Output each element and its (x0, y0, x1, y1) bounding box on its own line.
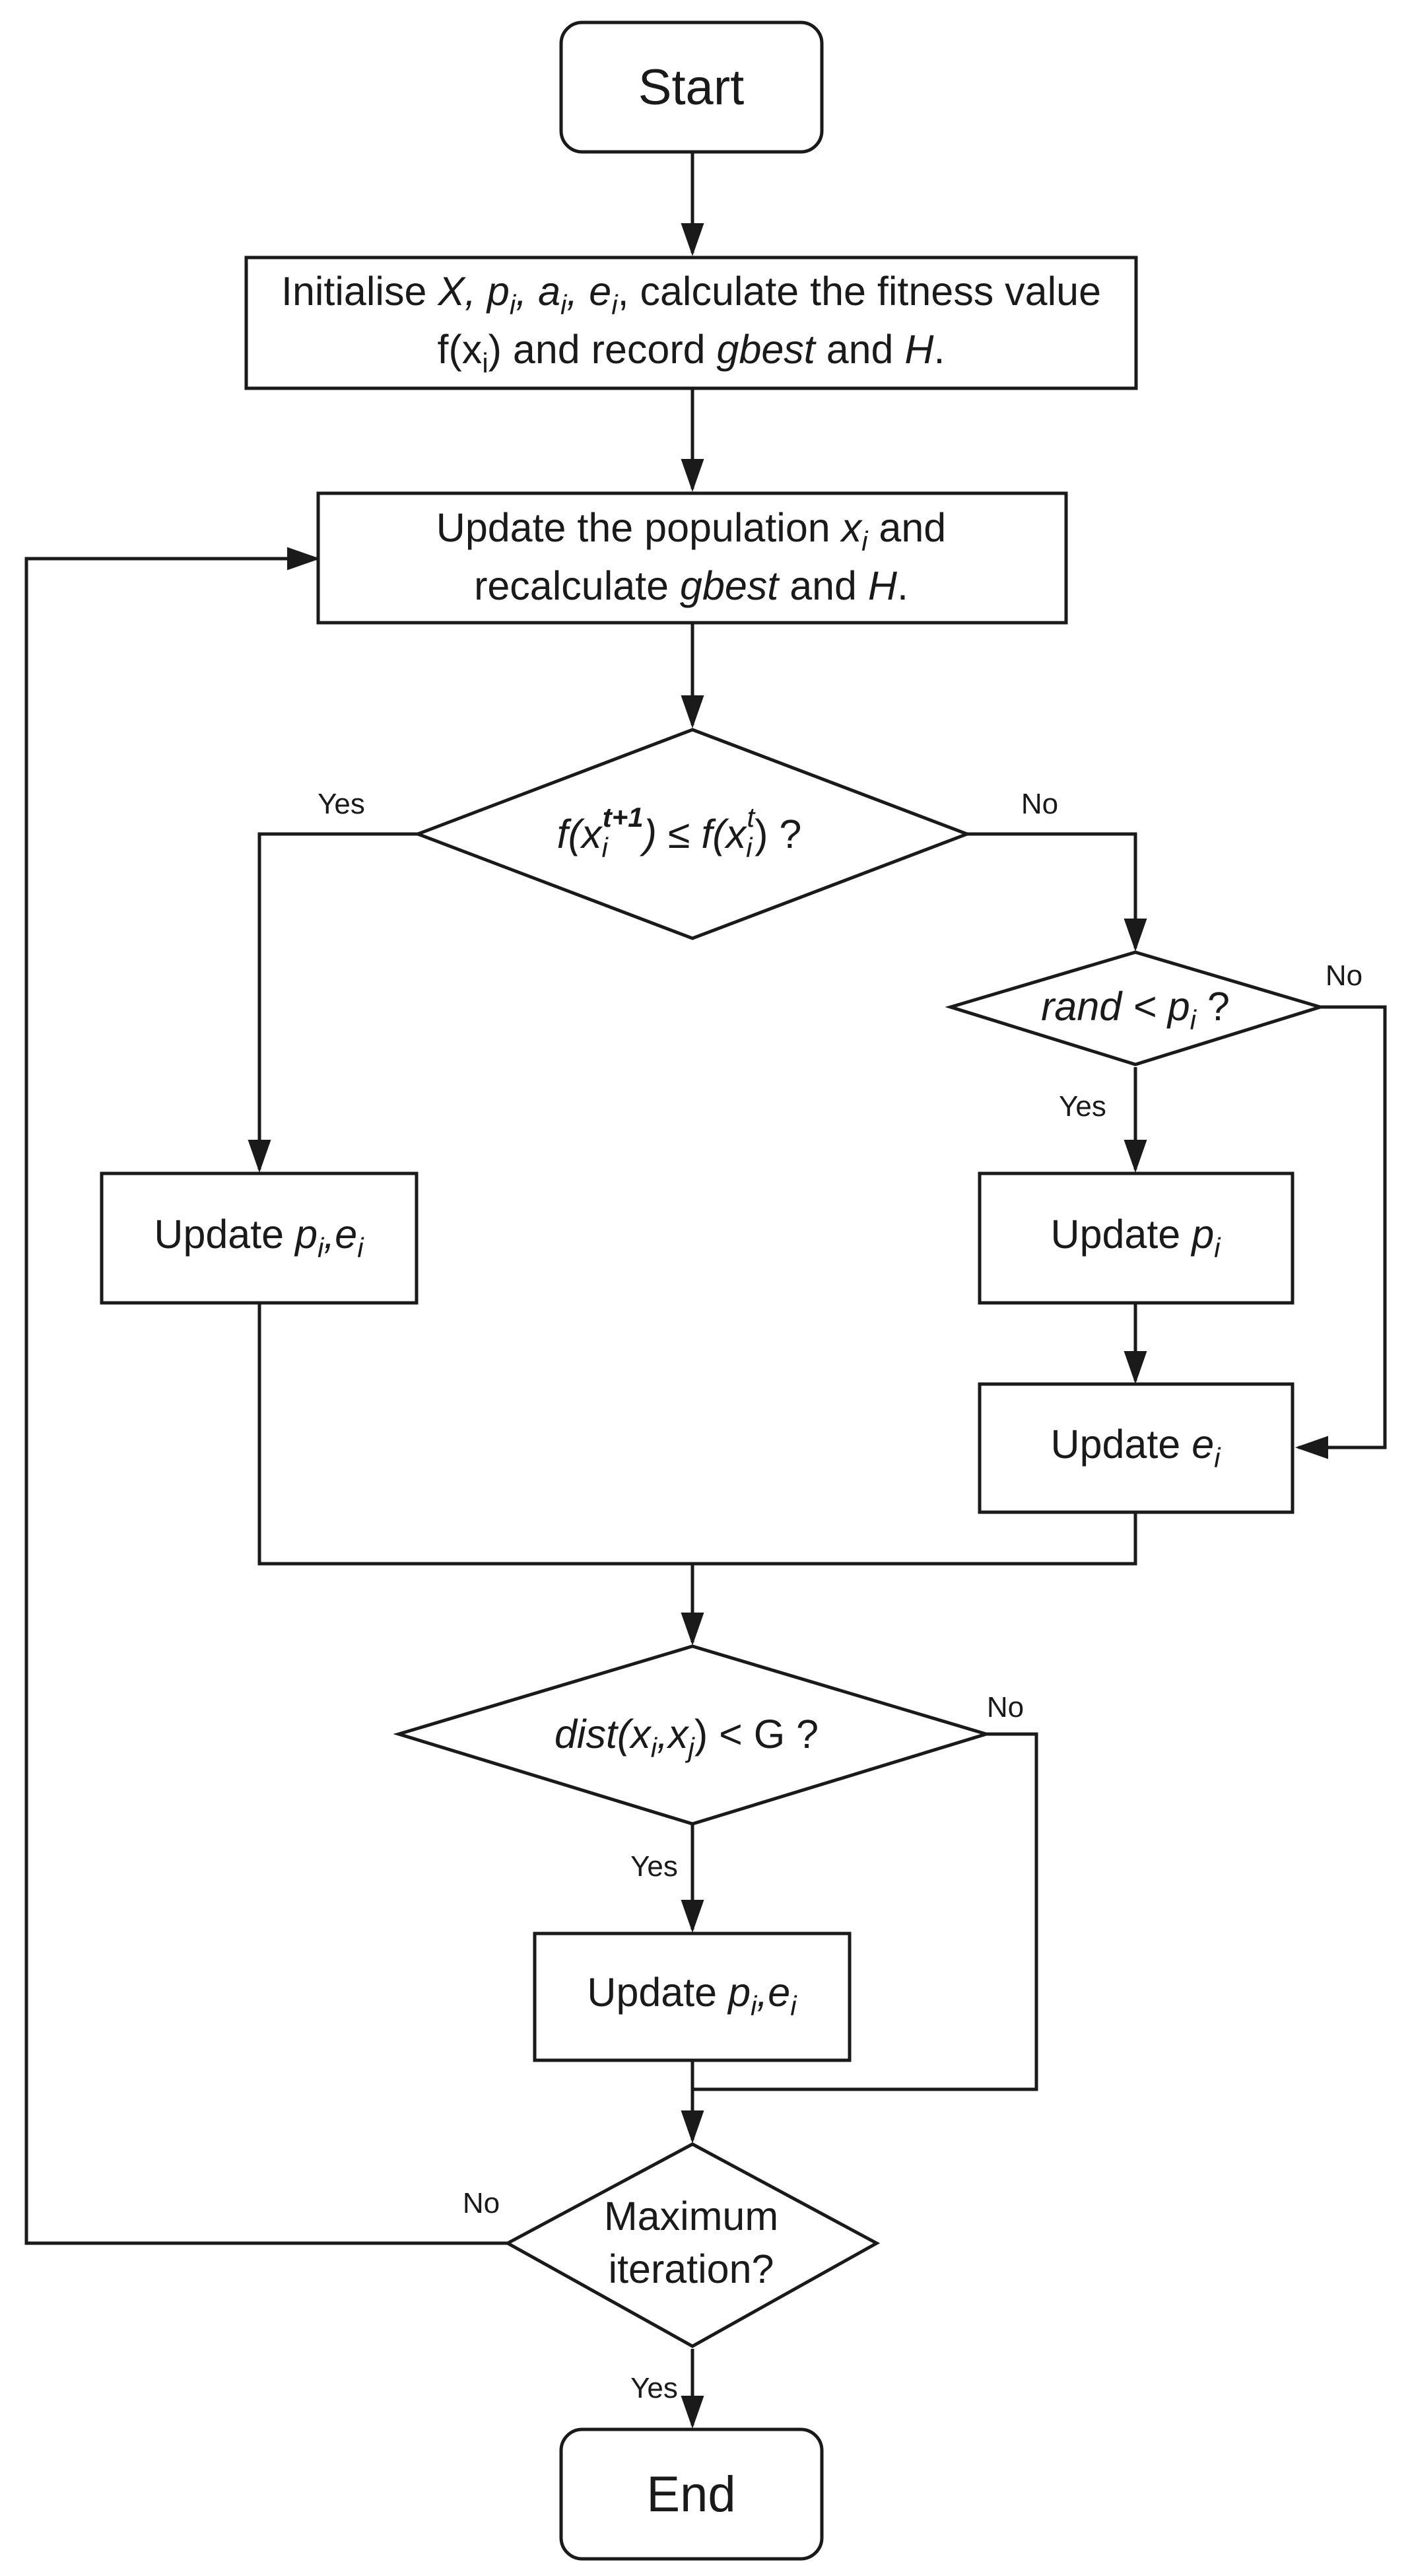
condition-fitness-diamond (413, 728, 972, 940)
update-ei-box (978, 1382, 1294, 1514)
node-condition-fitness: f(xit+1) ≤ f(xit) ? (413, 728, 972, 940)
node-update-ei: Update ei (978, 1382, 1294, 1514)
node-initialise: Initialise X, pi, ai, ei, calculate the … (244, 256, 1138, 390)
arrow-cond3-no (692, 1732, 1038, 2091)
connectors (24, 153, 1387, 2429)
edge-label-cond2-yes: Yes (1059, 1090, 1106, 1123)
condition-distance-diamond (393, 1644, 992, 1826)
node-condition-max-iteration: Maximum iteration? (504, 2142, 881, 2348)
edge-label-cond1-no: No (1021, 788, 1058, 820)
node-condition-rand: rand < pi ? (945, 950, 1326, 1066)
update-pi-ei-left-label: Update pi,ei (154, 1212, 364, 1263)
edge-label-cond3-yes: Yes (630, 1850, 678, 1883)
initialise-box (244, 256, 1138, 390)
update-pi-ei-middle-box (533, 1932, 852, 2062)
merge-line (257, 1304, 1137, 1566)
update-ei-label: Update ei (1051, 1422, 1222, 1473)
arrow-cond2-no (1295, 1005, 1387, 1459)
start-terminal (559, 20, 824, 154)
node-condition-distance: dist(xi,xj) < G ? (393, 1644, 992, 1826)
edge-label-cond3-no: No (987, 1691, 1024, 1723)
update-pi-ei-left-box (100, 1171, 419, 1305)
update-population-box (316, 491, 1068, 625)
start-label: Start (638, 59, 745, 116)
initialise-line2: f(xi) and record gbest and H. (438, 327, 945, 378)
update-population-line1: Update the population xi and (436, 505, 946, 557)
condition-rand-label: rand < pi ? (1041, 984, 1230, 1035)
edge-labels: Yes No No Yes No Yes No Yes (318, 788, 1362, 2404)
update-pi-box (978, 1171, 1294, 1305)
end-label: End (646, 2466, 735, 2523)
end-terminal (559, 2427, 824, 2561)
edge-label-cond2-no: No (1326, 959, 1362, 992)
update-pi-label: Update pi (1051, 1212, 1222, 1263)
edge-label-cond4-yes: Yes (630, 2372, 678, 2404)
edge-label-cond4-no: No (463, 2187, 500, 2219)
condition-max-iteration-line2: iteration? (609, 2246, 774, 2291)
condition-rand-diamond (945, 950, 1326, 1066)
condition-distance-label: dist(xi,xj) < G ? (555, 1712, 819, 1763)
node-update-pi-ei-middle: Update pi,ei (533, 1932, 852, 2062)
node-end: End (559, 2427, 824, 2561)
arrow-cond4-no-loop (24, 547, 508, 2245)
condition-max-iteration-diamond (504, 2142, 881, 2348)
node-update-pi: Update pi (978, 1171, 1294, 1305)
node-start: Start (559, 20, 824, 154)
arrow-cond1-no (967, 832, 1147, 952)
arrow-cond1-yes (248, 832, 418, 1173)
condition-max-iteration-line1: Maximum (604, 2194, 778, 2239)
initialise-line1: Initialise X, pi, ai, ei, calculate the … (281, 269, 1101, 320)
update-pi-ei-middle-label: Update pi,ei (587, 1970, 797, 2021)
edge-label-cond1-yes: Yes (318, 788, 365, 820)
condition-fitness-label: f(xit+1) ≤ f(xit) ? (557, 802, 802, 863)
node-update-population: Update the population xi and recalculate… (316, 491, 1068, 625)
node-update-pi-ei-left: Update pi,ei (100, 1171, 419, 1305)
update-population-line2: recalculate gbest and H. (474, 563, 908, 608)
